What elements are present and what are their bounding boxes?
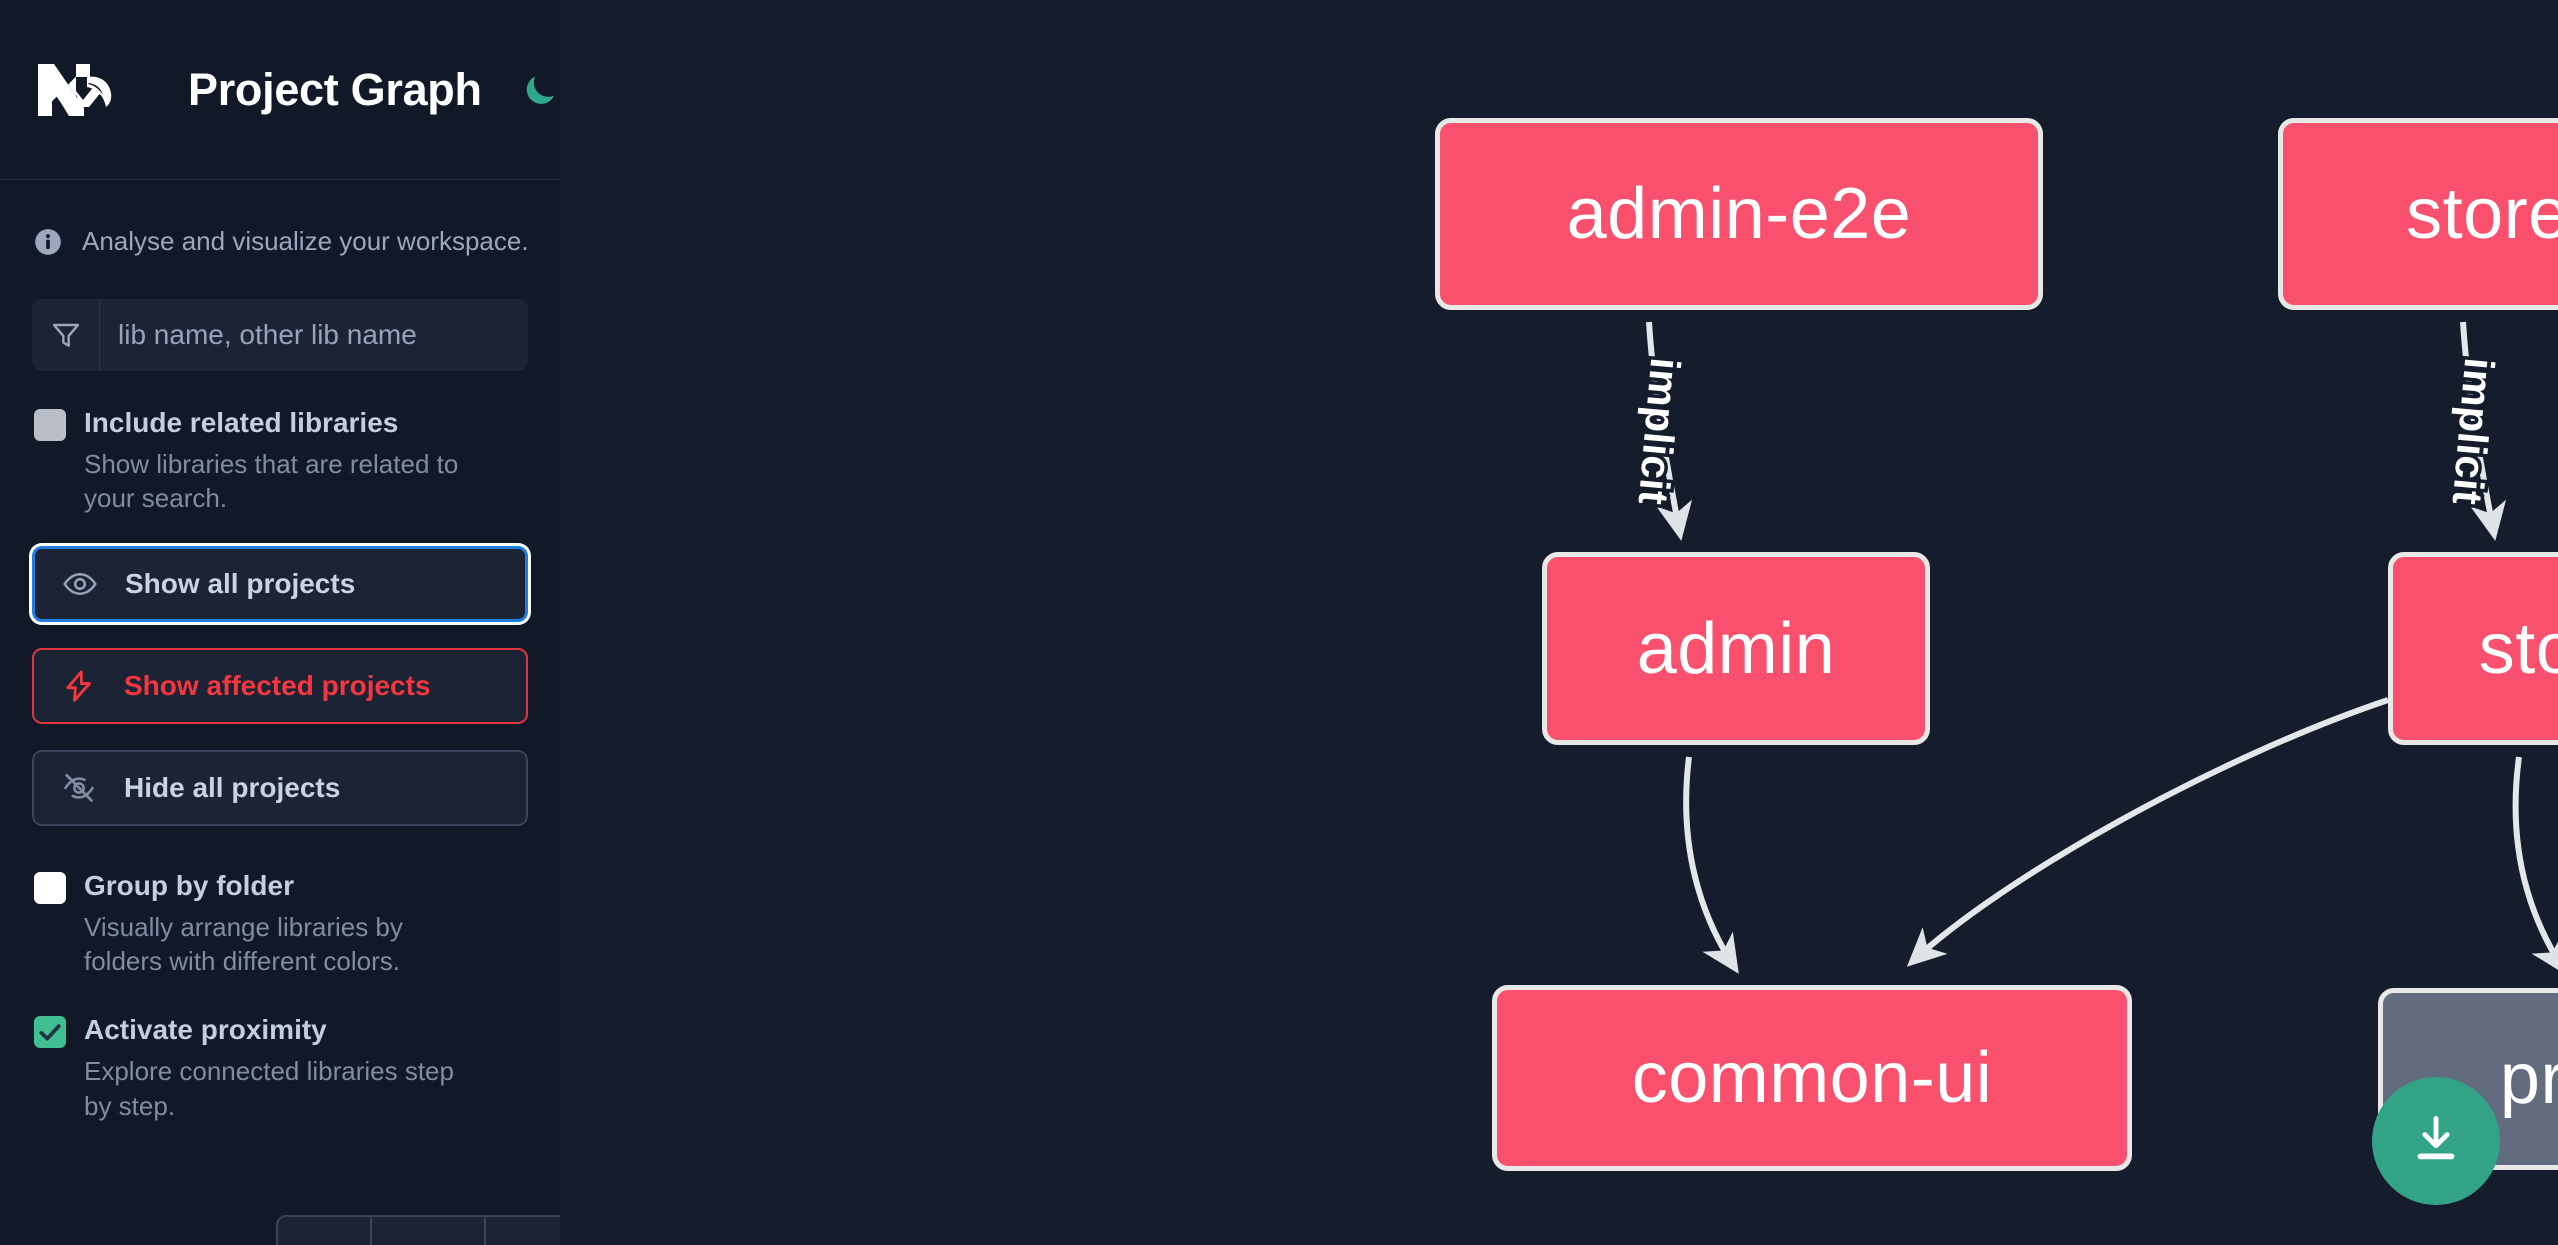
include-related-description: Show libraries that are related to your …: [84, 449, 459, 514]
eye-icon: [61, 565, 99, 603]
edge-store-products: [2512, 756, 2558, 976]
group-by-folder-description: Visually arrange libraries by folders wi…: [84, 911, 403, 976]
graph-canvas[interactable]: implicit implicit admin-e2e store-e2e ad…: [560, 0, 2558, 1245]
lightning-bolt-icon: [60, 667, 98, 705]
info-row: Analyse and visualize your workspace.: [0, 180, 560, 257]
node-label: store-e2e: [2406, 174, 2558, 254]
funnel-filter-icon: [32, 299, 100, 371]
activate-proximity-description: Explore connected libraries step by step…: [84, 1056, 454, 1121]
proximity-stepper-group[interactable]: [276, 1215, 560, 1245]
stepper-divider-2: [484, 1217, 486, 1245]
svg-text:implicit: implicit: [2444, 356, 2504, 507]
node-label: common-ui: [1631, 1038, 1993, 1118]
nx-logo-icon: [32, 54, 136, 126]
graph-node-admin-e2e[interactable]: admin-e2e: [1435, 118, 2043, 310]
show-affected-projects-label: Show affected projects: [124, 669, 431, 701]
page-title: Project Graph: [188, 63, 482, 115]
include-related-label: Include related libraries: [84, 407, 399, 438]
edge-admin-common-ui: [1683, 756, 1739, 974]
edge-label-implicit-admin: implicit: [1626, 352, 1693, 510]
group-by-folder-checkbox[interactable]: [34, 871, 66, 904]
node-label: admin: [1636, 608, 1836, 689]
search-input[interactable]: [100, 299, 528, 371]
moon-icon[interactable]: [520, 69, 560, 111]
show-all-projects-button[interactable]: Show all projects: [32, 545, 528, 622]
edge-store-e2e-store: [2460, 321, 2507, 541]
include-related-checkbox[interactable]: [34, 409, 66, 441]
graph-node-store-e2e[interactable]: store-e2e: [2278, 118, 2558, 310]
include-related-group: Include related libraries Show libraries…: [0, 371, 560, 516]
graph-node-admin[interactable]: admin: [1542, 552, 1930, 745]
node-label: products: [2499, 1039, 2558, 1119]
sidebar: Project Graph Analyse and visualize your…: [0, 0, 560, 1245]
edge-admin-e2e-admin: [1646, 321, 1693, 541]
sidebar-header: Project Graph: [0, 0, 560, 180]
eye-off-icon: [60, 769, 98, 807]
info-text: Analyse and visualize your workspace.: [82, 226, 529, 256]
svg-text:implicit: implicit: [1630, 356, 1690, 507]
node-label: store: [2478, 608, 2558, 689]
project-visibility-buttons: Show all projects Show affected projects: [0, 516, 560, 826]
edge-label-implicit-store: implicit: [2440, 352, 2507, 510]
filter-box: [32, 299, 528, 371]
edge-store-common-ui: [1906, 697, 2389, 967]
activate-proximity-group: Activate proximity Explore connected lib…: [0, 978, 560, 1123]
download-icon: [2407, 1110, 2465, 1173]
activate-proximity-label: Activate proximity: [84, 1014, 327, 1046]
info-circle-icon: [34, 228, 62, 256]
group-by-folder-label: Group by folder: [84, 869, 294, 901]
stepper-divider-1: [370, 1217, 372, 1245]
hide-all-projects-button[interactable]: Hide all projects: [32, 749, 528, 826]
download-button[interactable]: [2372, 1077, 2500, 1205]
node-label: admin-e2e: [1566, 174, 1912, 254]
group-by-folder-group: Group by folder Visually arrange librari…: [0, 826, 560, 979]
show-all-projects-label: Show all projects: [125, 567, 356, 599]
show-affected-projects-button[interactable]: Show affected projects: [32, 647, 528, 724]
graph-node-store[interactable]: store: [2388, 552, 2558, 745]
graph-node-common-ui[interactable]: common-ui: [1492, 985, 2132, 1171]
activate-proximity-checkbox[interactable]: [34, 1016, 66, 1049]
hide-all-projects-label: Hide all projects: [124, 771, 341, 803]
